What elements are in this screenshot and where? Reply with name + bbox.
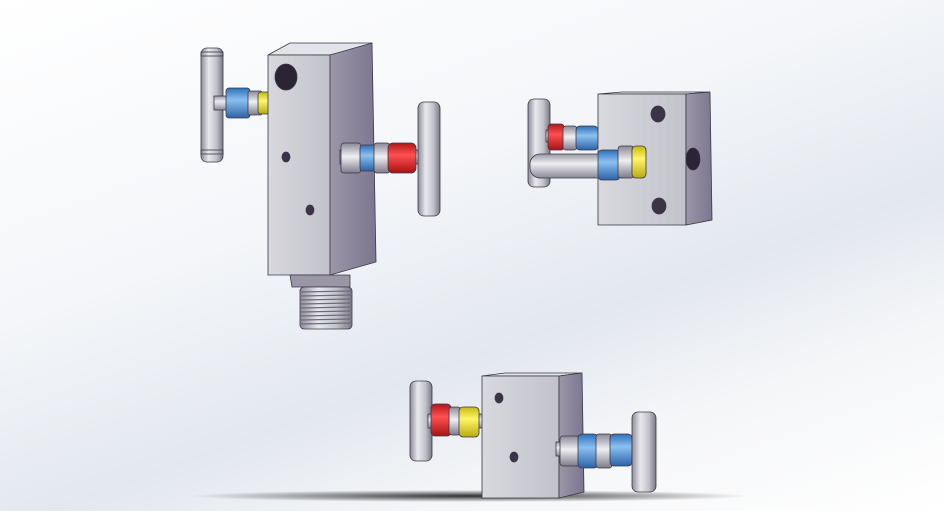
body-neck <box>289 274 351 288</box>
manifold-block-bottom <box>190 372 750 502</box>
hex-nut <box>559 435 581 467</box>
blue-fitting <box>225 87 251 119</box>
block-side-face <box>558 372 585 499</box>
mount-hole <box>305 204 315 216</box>
red-fitting <box>430 403 452 437</box>
manifold-block-top-right <box>527 91 713 226</box>
ground-shadow <box>190 490 750 502</box>
red-fitting <box>387 142 417 174</box>
body-front-face <box>267 54 331 276</box>
right-handle <box>417 101 441 217</box>
port-hole <box>685 147 701 171</box>
hex-nut <box>340 142 362 174</box>
block-front-face <box>481 375 560 499</box>
threaded-outlet <box>299 286 353 330</box>
hex-nut <box>562 125 578 151</box>
red-fitting <box>547 123 565 151</box>
yellow-fitting <box>631 145 647 179</box>
blue-fitting <box>609 433 633 467</box>
yellow-fitting <box>458 406 480 438</box>
blue-fitting <box>577 433 599 469</box>
blue-fitting <box>597 149 621 181</box>
right-handle <box>631 411 657 493</box>
manifold-two-valve-vertical <box>200 42 441 330</box>
mount-hole <box>651 197 667 215</box>
mount-hole <box>281 151 291 163</box>
mount-hole <box>494 392 504 404</box>
blue-fitting <box>575 125 599 151</box>
port-hole <box>274 63 298 91</box>
mount-hole <box>509 451 519 463</box>
mount-hole <box>650 105 666 123</box>
